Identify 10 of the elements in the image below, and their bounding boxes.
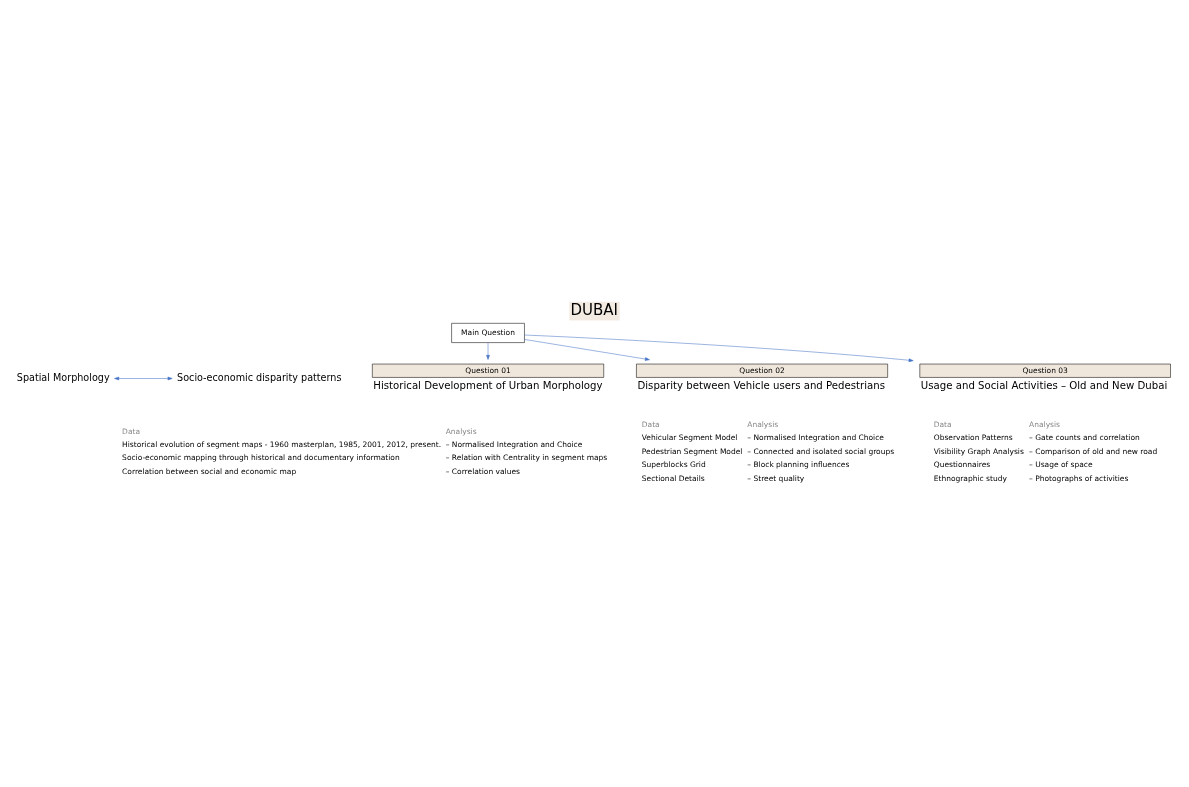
arrow <box>486 342 490 360</box>
node-label: Usage and Social Activities – Old and New Dubai <box>920 379 1168 391</box>
arrow <box>524 339 650 361</box>
arrow <box>114 376 173 381</box>
node-label: Disparity between Vehicle users and Pedestrians <box>637 379 885 391</box>
arrow <box>524 334 914 363</box>
node-text: Spatial Morphology <box>16 371 110 383</box>
node-text: Socio-economic disparity patterns <box>177 371 342 383</box>
node-label: Historical Development of Urban Morphology <box>373 379 603 391</box>
diagram-title: DUBAI <box>570 300 618 319</box>
